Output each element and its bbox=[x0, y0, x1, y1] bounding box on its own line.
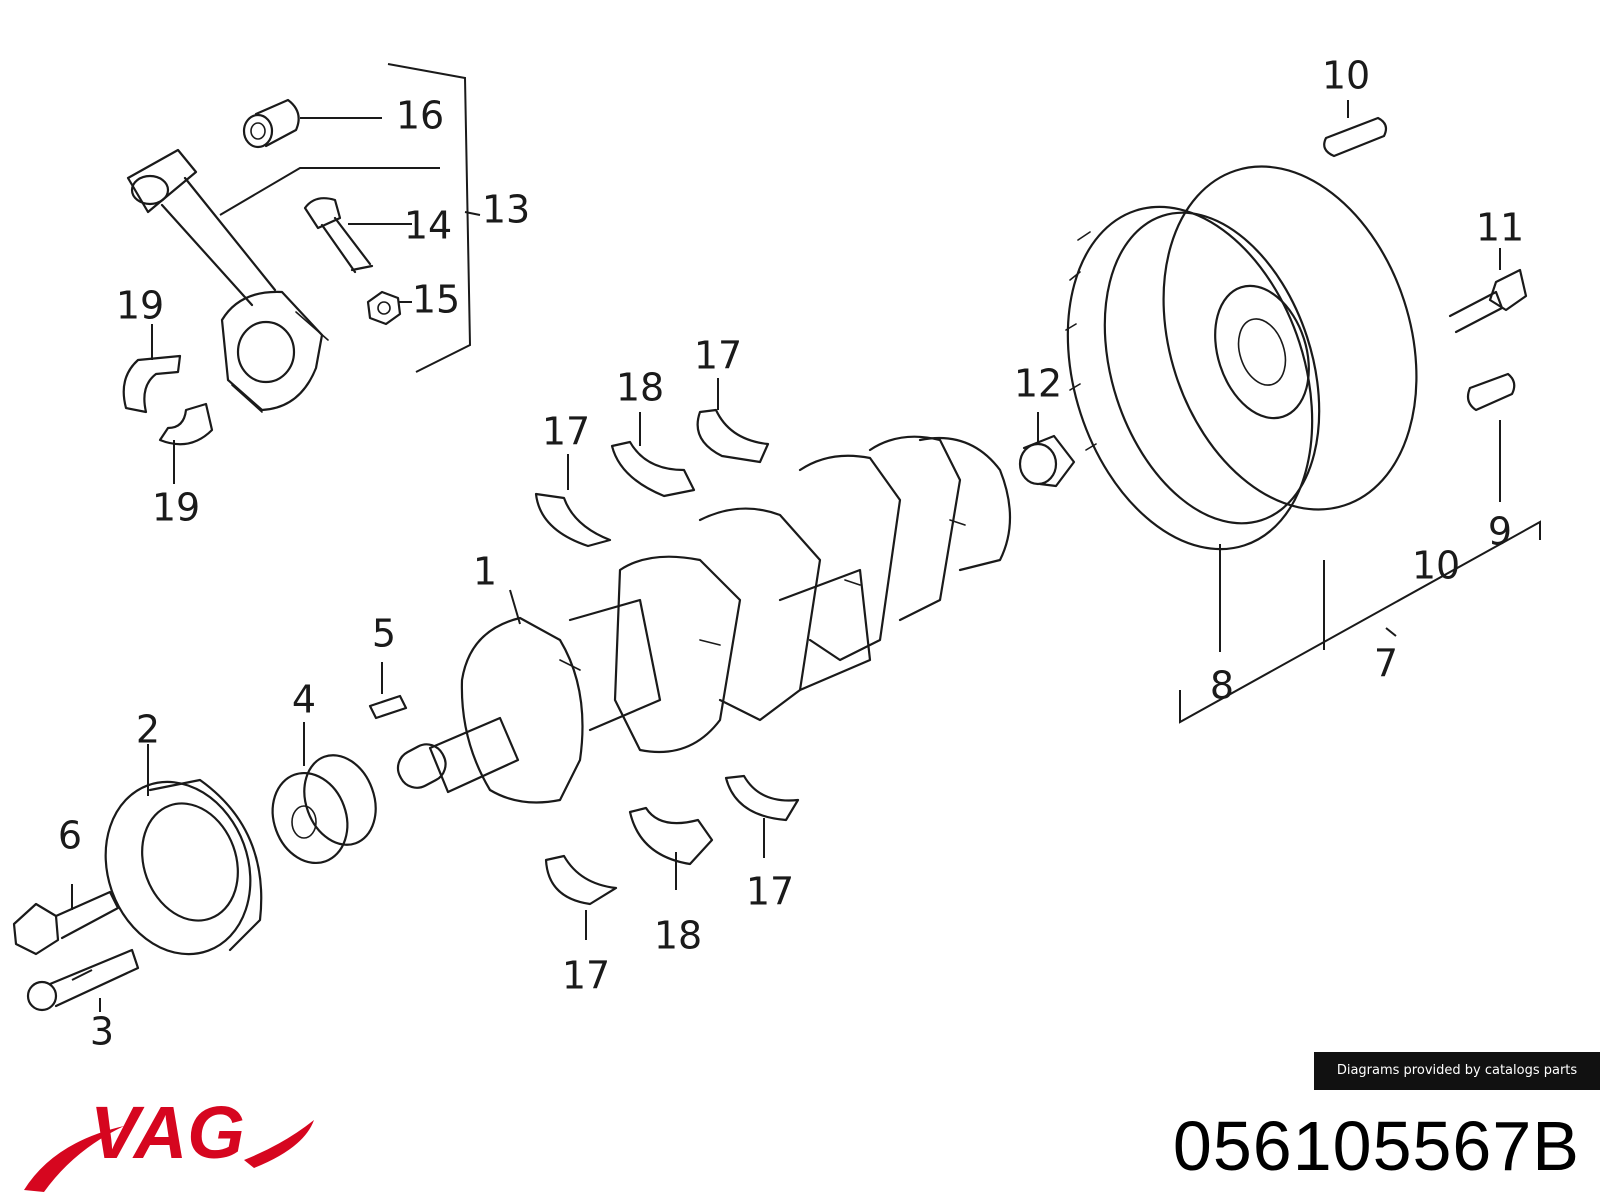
callout-17-b: 17 bbox=[694, 334, 742, 378]
pulley-bolt bbox=[12, 890, 120, 956]
brand-name: VAG bbox=[90, 1091, 245, 1174]
small-end-bush bbox=[242, 98, 300, 149]
diagram-credit-banner: Diagrams provided by catalogs parts bbox=[1314, 1052, 1600, 1090]
callout-10-bottom: 10 bbox=[1412, 544, 1460, 588]
callout-11: 11 bbox=[1476, 206, 1524, 250]
dowel-pin-top bbox=[1323, 116, 1388, 158]
callout-12: 12 bbox=[1014, 362, 1062, 406]
logo-swoosh-tail bbox=[244, 1120, 314, 1168]
con-rod-bearing-shells bbox=[122, 354, 214, 446]
logo-swoosh bbox=[24, 1126, 124, 1192]
flywheel bbox=[1065, 165, 1418, 551]
callout-17-a: 17 bbox=[542, 410, 590, 454]
callout-17-d: 17 bbox=[562, 954, 610, 998]
callout-5: 5 bbox=[372, 612, 396, 656]
callout-10-top: 10 bbox=[1322, 54, 1370, 98]
callout-6: 6 bbox=[58, 814, 82, 858]
callout-3: 3 bbox=[90, 1010, 114, 1054]
crank-pulley bbox=[104, 778, 263, 956]
main-bearing-shells bbox=[534, 408, 800, 906]
callout-2: 2 bbox=[136, 708, 160, 752]
con-rod-nut bbox=[366, 290, 402, 326]
connecting-rod bbox=[126, 148, 329, 413]
timing-sprocket bbox=[271, 754, 377, 865]
callout-15: 15 bbox=[412, 278, 460, 322]
callout-13: 13 bbox=[482, 188, 530, 232]
callout-9: 9 bbox=[1488, 510, 1512, 554]
callout-19-b: 19 bbox=[152, 486, 200, 530]
callout-17-c: 17 bbox=[746, 870, 794, 914]
flywheel-bolt bbox=[1448, 268, 1528, 334]
callout-4: 4 bbox=[292, 678, 316, 722]
leader-lines bbox=[71, 63, 1541, 1012]
crankshaft bbox=[396, 435, 1012, 804]
con-rod-bolt bbox=[303, 197, 374, 274]
callout-16: 16 bbox=[396, 94, 444, 138]
dowel-sleeve bbox=[1466, 372, 1516, 412]
callout-7: 7 bbox=[1374, 642, 1398, 686]
callout-1: 1 bbox=[473, 550, 497, 594]
callout-14: 14 bbox=[404, 204, 452, 248]
callout-18-b: 18 bbox=[654, 914, 702, 958]
pulley-stud bbox=[26, 948, 140, 1012]
part-number: 056105567B bbox=[1172, 1107, 1580, 1185]
callout-18-a: 18 bbox=[616, 366, 664, 410]
callout-19-a: 19 bbox=[116, 284, 164, 328]
woodruff-key bbox=[368, 694, 408, 720]
vag-logo: VAG bbox=[24, 1091, 314, 1192]
pilot-bearing bbox=[1018, 434, 1076, 488]
callout-8: 8 bbox=[1210, 664, 1234, 708]
